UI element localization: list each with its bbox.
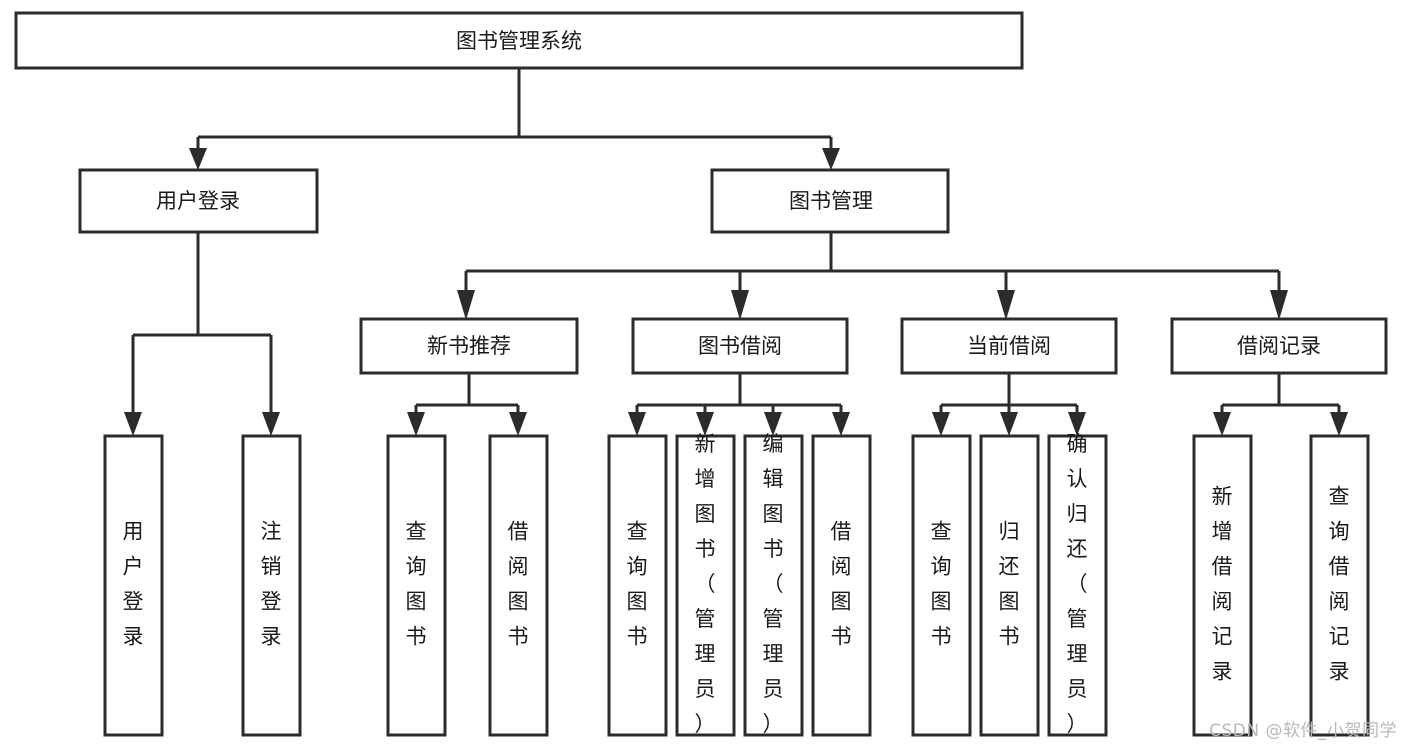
leaf-box[interactable] xyxy=(1192,434,1253,737)
leaf-label: 编辑图书（管理员） xyxy=(763,432,784,736)
leaf-box[interactable] xyxy=(811,434,872,737)
connector-layer xyxy=(124,68,1348,436)
leaf-node[interactable]: 编辑图书（管理员） xyxy=(743,432,804,737)
leaf-label: 用户登录 xyxy=(123,520,144,649)
node-user-login-box[interactable] xyxy=(78,168,319,234)
node-borrow-record-label: 借阅记录 xyxy=(1237,334,1321,358)
leaf-box[interactable] xyxy=(911,434,972,737)
node-book-management-box[interactable] xyxy=(710,168,950,234)
arrow-head-icon xyxy=(407,412,425,436)
leaf-node[interactable]: 用户登录 xyxy=(103,434,164,737)
arrow-head-icon xyxy=(1068,412,1086,436)
arrow-head-icon xyxy=(628,412,646,436)
node-book-borrow[interactable]: 图书借阅 xyxy=(631,317,849,375)
node-book-borrow-box[interactable] xyxy=(631,317,849,375)
node-user-login[interactable]: 用户登录 xyxy=(78,168,319,234)
arrow-head-icon xyxy=(457,290,475,320)
leaf-box[interactable] xyxy=(979,434,1040,737)
arrow-head-icon xyxy=(822,148,840,170)
leaf-node[interactable]: 查询图书 xyxy=(607,434,668,737)
node-new-book-recommend-box[interactable] xyxy=(359,317,579,375)
arrow-head-icon xyxy=(997,290,1015,320)
leaf-box[interactable] xyxy=(488,434,549,737)
leaf-box[interactable] xyxy=(241,434,302,737)
arrow-head-icon xyxy=(832,412,850,436)
leaf-label: 查询图书 xyxy=(931,520,952,649)
leaf-node[interactable]: 借阅图书 xyxy=(488,434,549,737)
leaf-label: 归还图书 xyxy=(999,520,1020,649)
leaf-box[interactable] xyxy=(386,434,447,737)
node-current-borrow[interactable]: 当前借阅 xyxy=(900,317,1118,375)
leaf-node[interactable]: 确认归还（管理员） xyxy=(1047,432,1108,737)
leaf-node[interactable]: 查询图书 xyxy=(386,434,447,737)
arrow-head-icon xyxy=(189,148,207,170)
node-user-login-label: 用户登录 xyxy=(156,189,240,213)
leaf-box[interactable] xyxy=(1309,434,1370,737)
node-borrow-record-box[interactable] xyxy=(1170,317,1388,375)
leaf-label: 注销登录 xyxy=(261,520,282,649)
leaf-node[interactable]: 新增借阅记录 xyxy=(1192,434,1253,737)
arrow-head-icon xyxy=(764,412,782,436)
leaf-label: 新增图书（管理员） xyxy=(695,432,716,736)
arrow-head-icon xyxy=(124,412,142,436)
leaf-label: 借阅图书 xyxy=(508,520,529,649)
arrow-head-icon xyxy=(1330,412,1348,436)
node-current-borrow-label: 当前借阅 xyxy=(967,334,1051,358)
leaf-label: 查询图书 xyxy=(406,520,427,649)
leaf-node[interactable]: 归还图书 xyxy=(979,434,1040,737)
node-root-label: 图书管理系统 xyxy=(456,29,582,53)
arrow-head-icon xyxy=(509,412,527,436)
node-root[interactable]: 图书管理系统 xyxy=(14,11,1024,70)
arrow-head-icon xyxy=(1270,290,1288,320)
leaf-node[interactable]: 查询借阅记录 xyxy=(1309,434,1370,737)
node-book-borrow-label: 图书借阅 xyxy=(698,334,782,358)
arrow-head-icon xyxy=(932,412,950,436)
csdn-watermark: CSDN @软件_小贺同学 xyxy=(1209,721,1397,741)
leaf-box[interactable] xyxy=(1047,434,1108,737)
leaf-label: 查询图书 xyxy=(627,520,648,649)
node-new-book-recommend-label: 新书推荐 xyxy=(427,334,511,358)
leaf-node[interactable]: 借阅图书 xyxy=(811,434,872,737)
arrow-head-icon xyxy=(1000,412,1018,436)
arrow-head-icon xyxy=(262,412,280,436)
leaf-box[interactable] xyxy=(675,434,736,737)
node-book-management-label: 图书管理 xyxy=(789,189,873,213)
leaf-box[interactable] xyxy=(103,434,164,737)
arrow-head-icon xyxy=(731,290,749,320)
node-borrow-record[interactable]: 借阅记录 xyxy=(1170,317,1388,375)
leaf-node[interactable]: 新增图书（管理员） xyxy=(675,432,736,737)
leaf-label: 新增借阅记录 xyxy=(1212,485,1233,684)
leaf-box[interactable] xyxy=(607,434,668,737)
arrow-head-icon xyxy=(696,412,714,436)
leaf-label: 确认归还（管理员） xyxy=(1067,432,1088,736)
arrow-head-icon xyxy=(1213,412,1231,436)
node-new-book-recommend[interactable]: 新书推荐 xyxy=(359,317,579,375)
node-root-box[interactable] xyxy=(14,11,1024,70)
node-book-management[interactable]: 图书管理 xyxy=(710,168,950,234)
leaf-node[interactable]: 查询图书 xyxy=(911,434,972,737)
leaf-label: 查询借阅记录 xyxy=(1329,485,1350,684)
leaf-label: 借阅图书 xyxy=(831,520,852,649)
leaf-node[interactable]: 注销登录 xyxy=(241,434,302,737)
leaf-box[interactable] xyxy=(743,434,804,737)
node-current-borrow-box[interactable] xyxy=(900,317,1118,375)
